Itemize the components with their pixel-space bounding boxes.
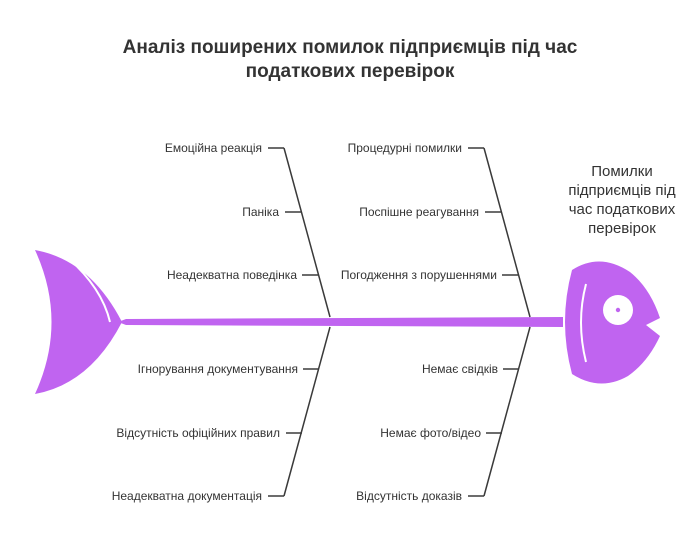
cause-ignoring-documentation: Ігнорування документування	[137, 362, 298, 376]
title-line-2: податкових перевірок	[245, 61, 455, 82]
effect-line-2: підприємців під	[568, 182, 676, 199]
cause-inadequate-documentation: Неадекватна документація	[111, 489, 262, 503]
fish-tail-highlight	[67, 257, 111, 323]
cause-hasty-response: Поспішне реагування	[359, 205, 479, 219]
fish-tail-icon	[35, 250, 122, 394]
cause-procedural-errors: Процедурні помилки	[347, 141, 462, 155]
fish-spine	[118, 317, 563, 327]
cause-no-photo-video: Немає фото/відео	[380, 426, 481, 440]
bone-bottom-left	[283, 326, 331, 497]
fish-pupil	[615, 307, 621, 313]
bone-bottom-right	[483, 326, 531, 497]
effect-line-1: Помилки	[591, 163, 653, 180]
title-line-1: Аналіз поширених помилок підприємців під…	[122, 37, 578, 58]
diagram-title: Аналіз поширених помилок підприємців під…	[0, 36, 700, 84]
effect-line-4: перевірок	[588, 220, 656, 237]
bone-top-right	[483, 147, 531, 318]
cause-panic: Паніка	[242, 205, 279, 219]
bone-top-left	[283, 147, 331, 318]
cause-no-evidence: Відсутність доказів	[356, 489, 462, 503]
fish-gill	[580, 283, 587, 363]
cause-agreeing-violations: Погодження з порушеннями	[340, 268, 497, 282]
cause-no-witnesses: Немає свідків	[421, 362, 498, 376]
cause-inadequate-behavior: Неадекватна поведінка	[166, 268, 297, 282]
cause-no-official-rules: Відсутність офіційних правил	[116, 426, 280, 440]
cause-emotional-reaction: Емоційна реакція	[164, 141, 262, 155]
effect-line-3: час податкових	[568, 201, 676, 218]
effect-label: Помилки підприємців під час податкових п…	[552, 162, 692, 238]
